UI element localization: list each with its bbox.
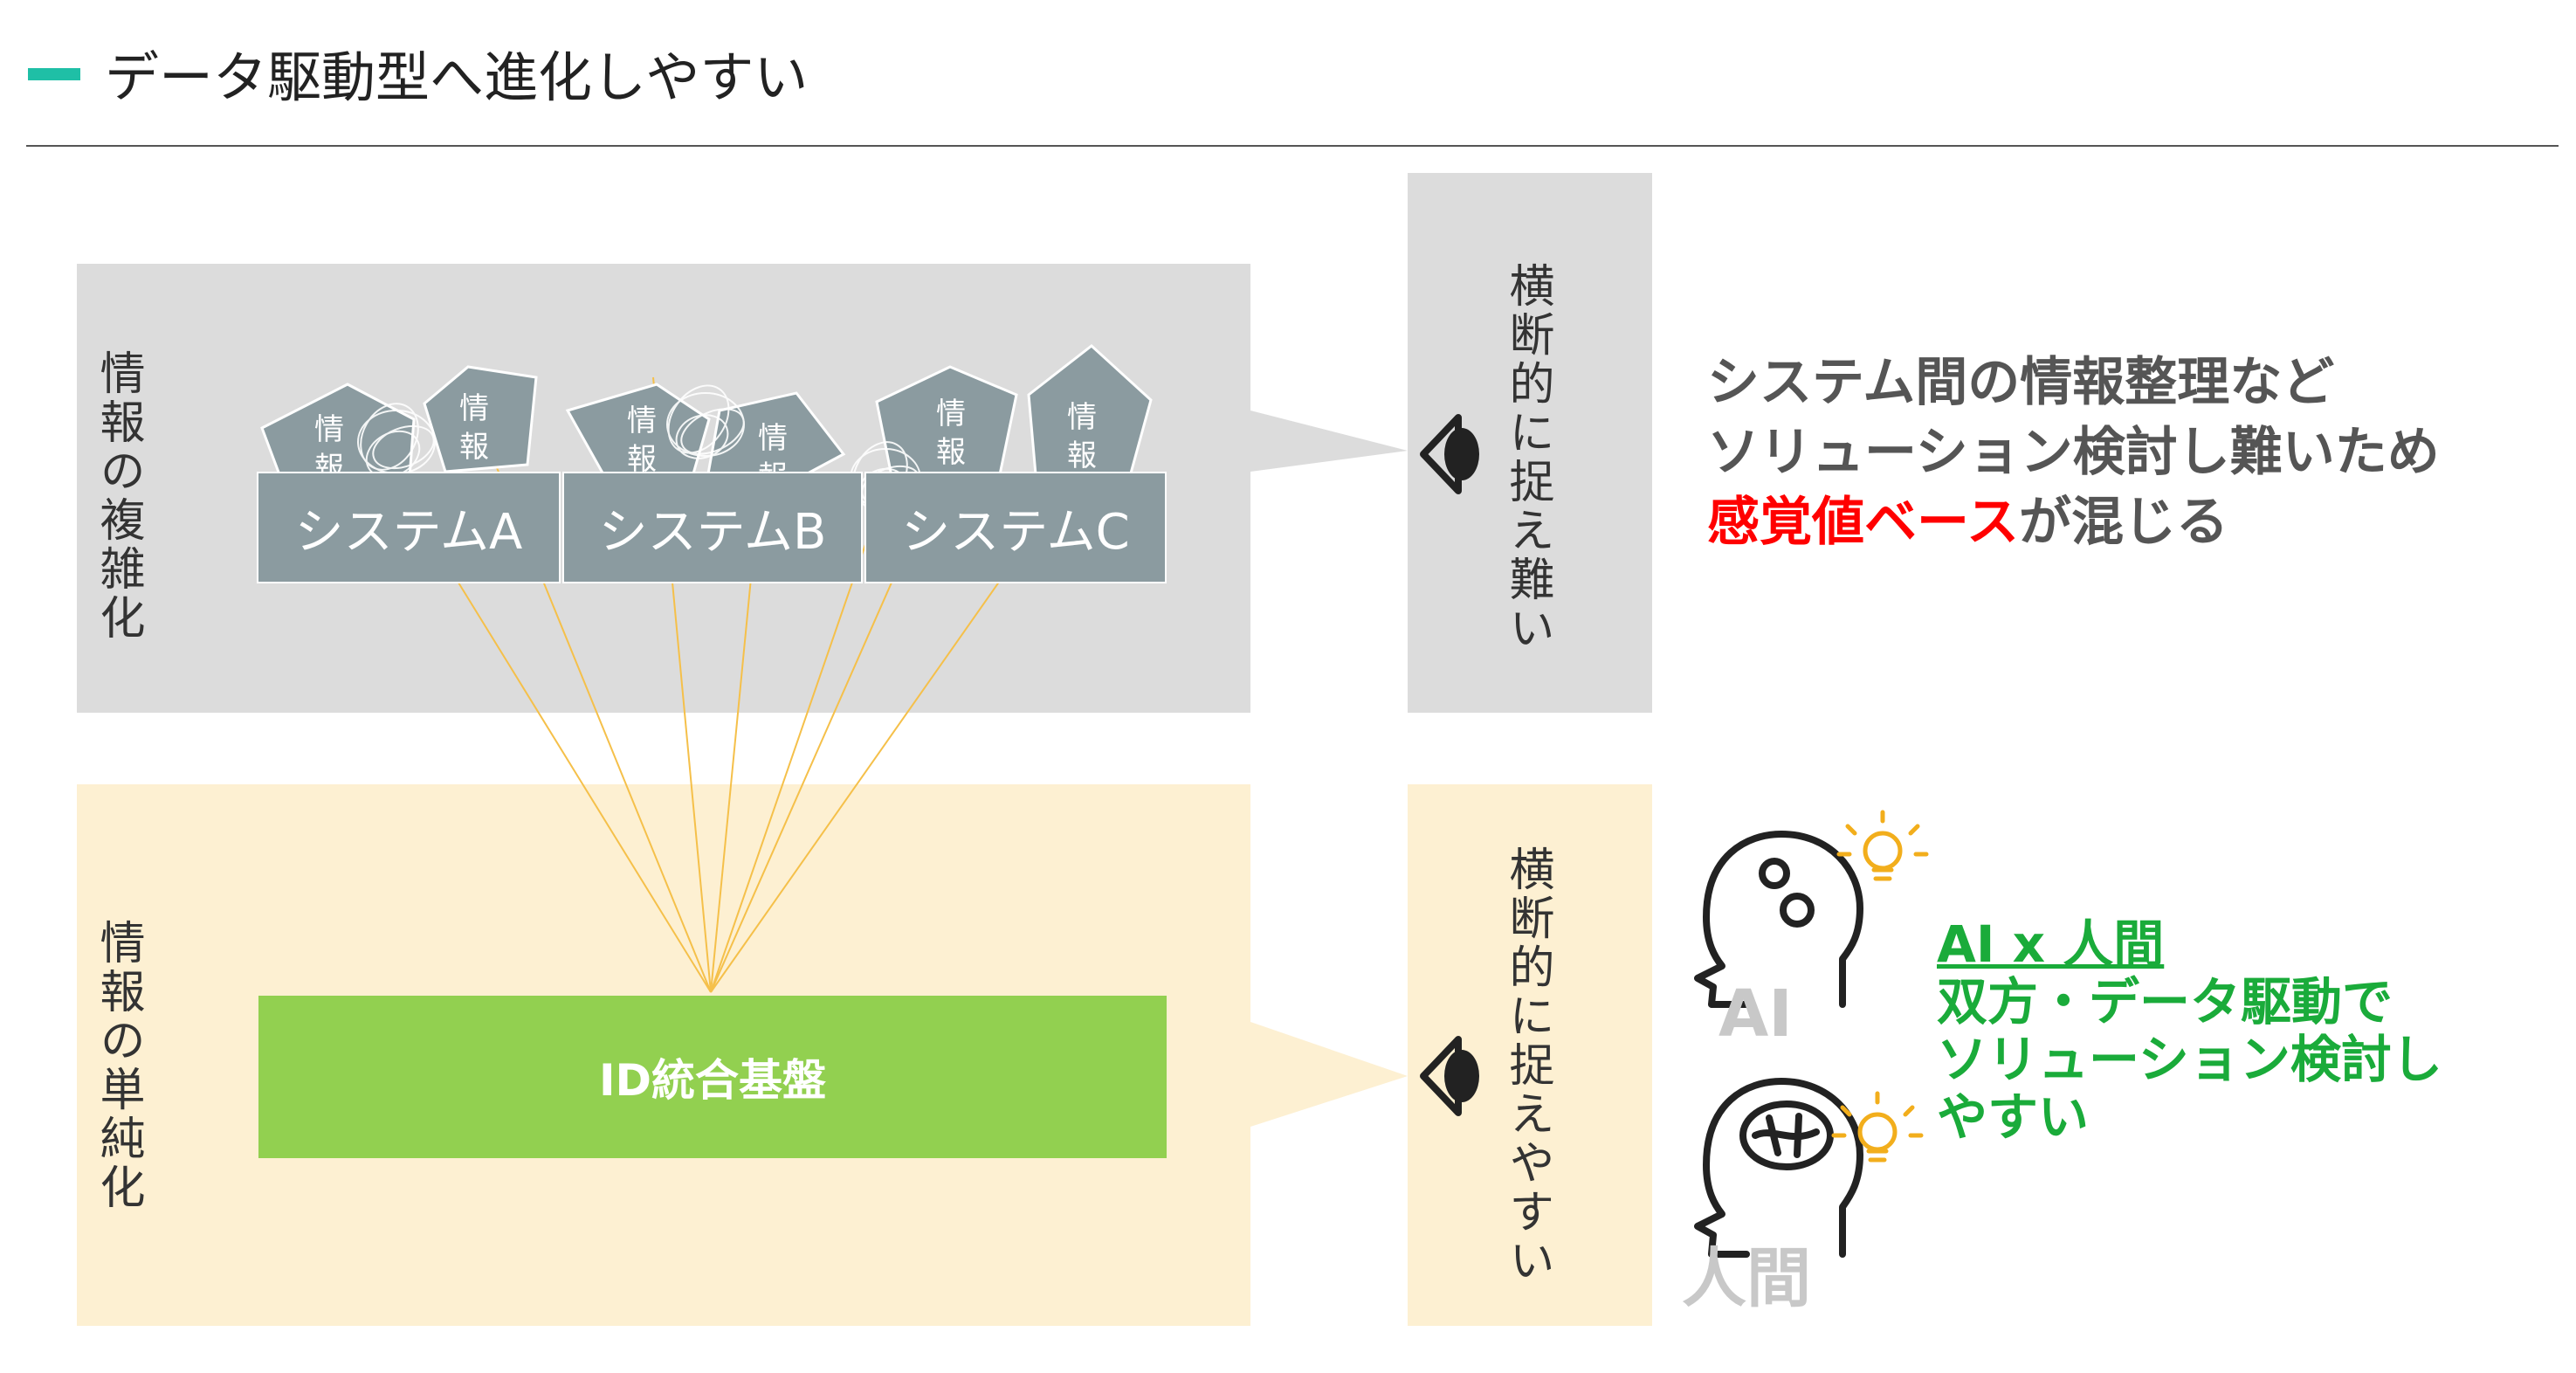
head-brain-icon — [1694, 1078, 1863, 1258]
head-gears-icon — [1694, 831, 1863, 1008]
easy-to-see-panel — [1408, 784, 1652, 1326]
easy-to-see-label: 横断的に捉えやすい — [1501, 845, 1553, 1286]
info-tag-c2: 情報 — [1067, 400, 1097, 473]
eye-icon — [1420, 414, 1479, 494]
info-tag-a2: 情報 — [459, 391, 489, 465]
simple-zone-label: 情報の単純化 — [92, 919, 144, 1212]
title-accent-bar — [28, 68, 80, 80]
highlight-red: 感覚値ベース — [1707, 492, 2019, 553]
hard-to-see-label: 横断的に捉え難い — [1501, 262, 1553, 653]
benefit-title: AI x 人間 — [1937, 914, 2165, 974]
ai-label: AI — [1718, 976, 1793, 1052]
problem-message: システム間の情報整理など ソリューション検討し難いため 感覚値ベースが混じる — [1707, 352, 2440, 553]
system-c-box: システムC — [864, 472, 1167, 583]
complex-zone-label: 情報の複雑化 — [92, 349, 144, 643]
info-tag-c1: 情報 — [936, 397, 966, 470]
system-b-box: システムB — [562, 472, 863, 583]
page-title: データ駆動型へ進化しやすい — [105, 45, 809, 109]
info-tag-b1: 情報 — [627, 404, 657, 477]
callout-wedge-top — [1250, 411, 1408, 472]
system-a-box: システムA — [257, 472, 561, 583]
lightbulb-icon — [1831, 1091, 1924, 1163]
title-divider — [26, 145, 2559, 147]
benefit-message: AI x 人間 双方・データ駆動で ソリューション検討し やすい — [1937, 914, 2442, 1147]
human-label: 人間 — [1682, 1241, 1811, 1316]
eye-icon — [1420, 1036, 1479, 1116]
id-platform-box: ID統合基盤 — [258, 996, 1167, 1158]
lightbulb-icon — [1836, 810, 1929, 881]
info-pentagon-a2 — [423, 365, 538, 473]
callout-wedge-bottom — [1250, 1022, 1408, 1127]
